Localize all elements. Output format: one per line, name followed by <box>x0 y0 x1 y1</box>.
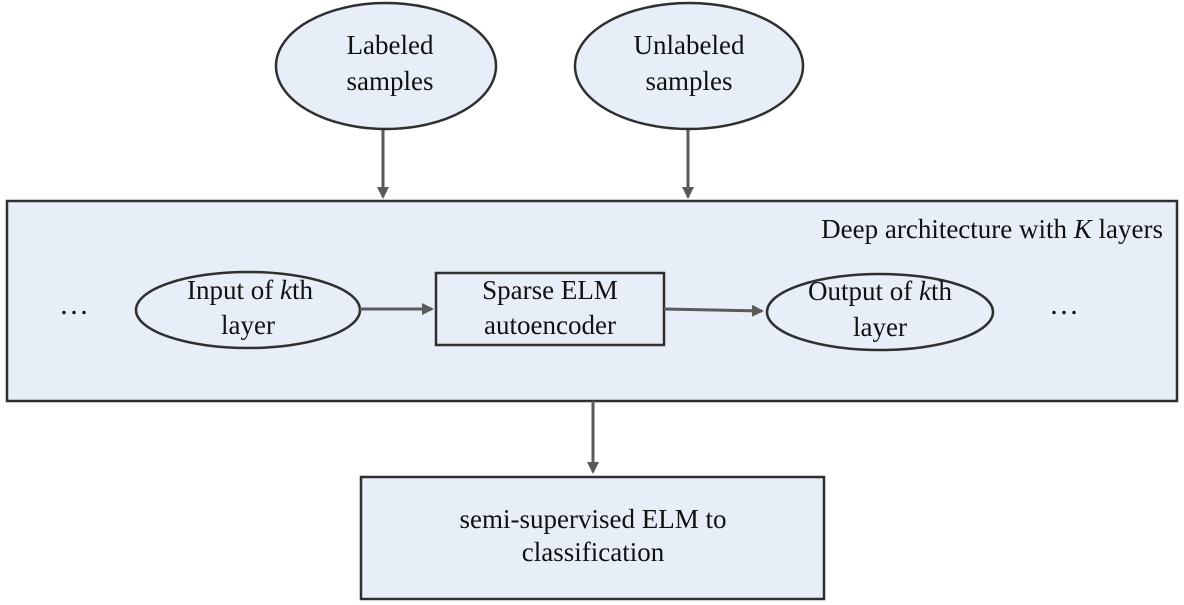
input-layer-line2: layer <box>221 310 275 340</box>
node-labeled-samples: Labeled samples <box>274 1 498 131</box>
unlabeled-line1: Unlabeled <box>634 30 745 60</box>
unlabeled-line2: samples <box>646 66 733 96</box>
container-title: Deep architecture with K layers <box>821 214 1163 244</box>
node-sparse-elm-autoencoder: Sparse ELM autoencoder <box>434 271 666 347</box>
autoencoder-line2: autoencoder <box>484 310 616 340</box>
classifier-line2: classification <box>522 537 665 567</box>
autoencoder-line1: Sparse ELM <box>482 275 618 305</box>
ellipsis-right: … <box>1049 288 1083 321</box>
input-layer-line1: Input of kth <box>187 275 313 305</box>
node-output-kth-layer: Output of kth layer <box>765 272 995 352</box>
labeled-line1: Labeled <box>347 30 434 60</box>
node-semi-supervised-elm: semi-supervised ELM to classification <box>359 475 826 601</box>
node-input-kth-layer: Input of kth layer <box>134 270 362 350</box>
labeled-line2: samples <box>347 66 434 96</box>
output-layer-line1: Output of kth <box>808 276 952 306</box>
output-layer-line2: layer <box>853 312 907 342</box>
ellipsis-left: … <box>59 288 93 321</box>
node-unlabeled-samples: Unlabeled samples <box>573 1 805 131</box>
classifier-line1: semi-supervised ELM to <box>460 504 727 534</box>
edge-autoencoder-to-output <box>663 304 764 317</box>
